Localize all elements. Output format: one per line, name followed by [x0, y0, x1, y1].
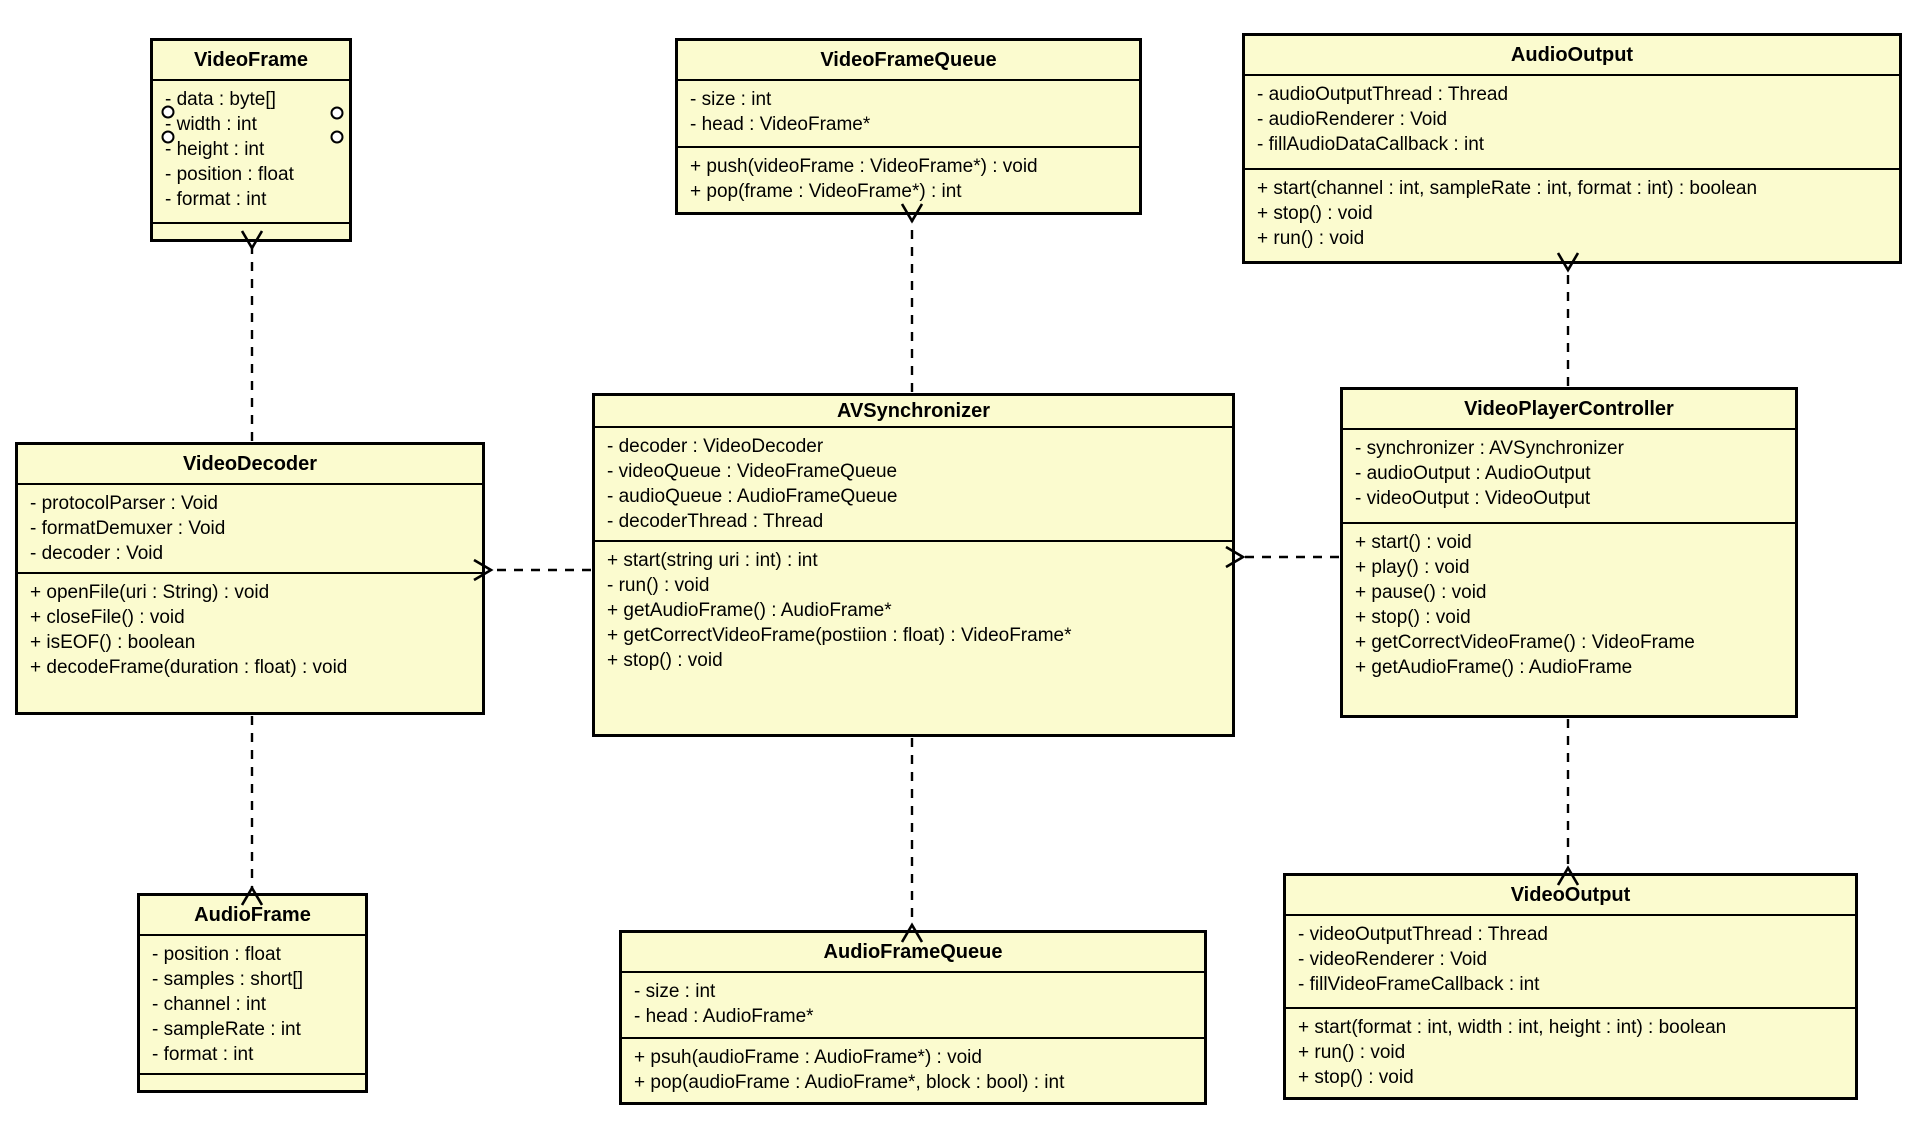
method-row: + decodeFrame(duration : float) : void	[30, 657, 348, 678]
attribute-row: - fillVideoFrameCallback : int	[1298, 974, 1540, 995]
methods-compartment: + start(string uri : int) : int - run() …	[595, 540, 1232, 734]
class-videoframe[interactable]: VideoFrame - data : byte[] - width : int…	[150, 38, 352, 242]
attribute-row: - size : int	[690, 89, 772, 110]
method-row: + getCorrectVideoFrame() : VideoFrame	[1355, 632, 1695, 653]
class-videoplayercontroller[interactable]: VideoPlayerController - synchronizer : A…	[1340, 387, 1798, 718]
attribute-row: - position : float	[152, 944, 281, 965]
method-row: + start(format : int, width : int, heigh…	[1298, 1017, 1727, 1038]
attribute-row: - formatDemuxer : Void	[30, 518, 226, 539]
attribute-row: - synchronizer : AVSynchronizer	[1355, 438, 1624, 459]
class-videodecoder[interactable]: VideoDecoder - protocolParser : Void - f…	[15, 442, 485, 715]
class-title: VideoFrameQueue	[678, 41, 1139, 81]
attributes-compartment: - protocolParser : Void - formatDemuxer …	[18, 485, 482, 572]
attribute-row: - samples : short[]	[152, 969, 303, 990]
method-row: + stop() : void	[607, 650, 723, 671]
attribute-row: - data : byte[]	[165, 89, 276, 110]
methods-compartment: + start(format : int, width : int, heigh…	[1286, 1007, 1855, 1097]
method-row: + openFile(uri : String) : void	[30, 582, 270, 603]
attribute-row: - head : AudioFrame*	[634, 1006, 814, 1027]
attributes-compartment: - decoder : VideoDecoder - videoQueue : …	[595, 428, 1232, 540]
attribute-row: - sampleRate : int	[152, 1019, 301, 1040]
attribute-row: - decoder : VideoDecoder	[607, 436, 824, 457]
attribute-row: - format : int	[165, 189, 267, 210]
method-row: + psuh(audioFrame : AudioFrame*) : void	[634, 1047, 982, 1068]
method-row: + closeFile() : void	[30, 607, 185, 628]
attributes-compartment: - data : byte[] - width : int - height :…	[153, 81, 349, 222]
method-row: + getAudioFrame() : AudioFrame*	[607, 600, 892, 621]
attributes-compartment: - synchronizer : AVSynchronizer - audioO…	[1343, 430, 1795, 522]
attribute-row: - videoOutputThread : Thread	[1298, 924, 1548, 945]
method-row: + play() : void	[1355, 557, 1470, 578]
methods-compartment: + psuh(audioFrame : AudioFrame*) : void …	[622, 1037, 1204, 1102]
attribute-row: - position : float	[165, 164, 294, 185]
method-row: + stop() : void	[1257, 203, 1373, 224]
class-title: AVSynchronizer	[595, 396, 1232, 428]
method-row: + getAudioFrame() : AudioFrame	[1355, 657, 1633, 678]
attribute-row: - width : int	[165, 114, 257, 135]
methods-compartment-empty	[153, 222, 349, 239]
attribute-row: - fillAudioDataCallback : int	[1257, 134, 1485, 155]
attributes-compartment: - size : int - head : AudioFrame*	[622, 973, 1204, 1037]
attribute-row: - head : VideoFrame*	[690, 114, 871, 135]
attribute-row: - videoQueue : VideoFrameQueue	[607, 461, 898, 482]
attribute-row: - height : int	[165, 139, 265, 160]
attribute-row: - format : int	[152, 1044, 254, 1065]
methods-compartment: + push(videoFrame : VideoFrame*) : void …	[678, 146, 1139, 212]
class-videooutput[interactable]: VideoOutput - videoOutputThread : Thread…	[1283, 873, 1858, 1100]
methods-compartment: + start(channel : int, sampleRate : int,…	[1245, 168, 1899, 261]
method-row: + getCorrectVideoFrame(postiion : float)…	[607, 625, 1072, 646]
method-row: + pop(audioFrame : AudioFrame*, block : …	[634, 1072, 1065, 1093]
class-title: VideoDecoder	[18, 445, 482, 485]
method-row: + start(string uri : int) : int	[607, 550, 818, 571]
attribute-row: - audioRenderer : Void	[1257, 109, 1448, 130]
class-title: AudioFrameQueue	[622, 933, 1204, 973]
methods-compartment: + openFile(uri : String) : void + closeF…	[18, 572, 482, 712]
attribute-row: - videoRenderer : Void	[1298, 949, 1488, 970]
method-row: + start() : void	[1355, 532, 1472, 553]
methods-compartment-empty	[140, 1073, 365, 1090]
method-row: + run() : void	[1298, 1042, 1406, 1063]
class-title: VideoOutput	[1286, 876, 1855, 916]
attributes-compartment: - size : int - head : VideoFrame*	[678, 81, 1139, 146]
method-row: + isEOF() : boolean	[30, 632, 196, 653]
method-row: - run() : void	[607, 575, 710, 596]
method-row: + start(channel : int, sampleRate : int,…	[1257, 178, 1758, 199]
attribute-row: - channel : int	[152, 994, 267, 1015]
attributes-compartment: - position : float - samples : short[] -…	[140, 936, 365, 1073]
attribute-row: - decoderThread : Thread	[607, 511, 824, 532]
class-audiooutput[interactable]: AudioOutput - audioOutputThread : Thread…	[1242, 33, 1902, 264]
attribute-row: - audioOutputThread : Thread	[1257, 84, 1509, 105]
class-title: AudioFrame	[140, 896, 365, 936]
class-audioframe[interactable]: AudioFrame - position : float - samples …	[137, 893, 368, 1093]
attribute-row: - audioOutput : AudioOutput	[1355, 463, 1591, 484]
attributes-compartment: - audioOutputThread : Thread - audioRend…	[1245, 76, 1899, 168]
attribute-row: - audioQueue : AudioFrameQueue	[607, 486, 898, 507]
class-title: AudioOutput	[1245, 36, 1899, 76]
attributes-compartment: - videoOutputThread : Thread - videoRend…	[1286, 916, 1855, 1007]
method-row: + stop() : void	[1355, 607, 1471, 628]
class-videoframequeue[interactable]: VideoFrameQueue - size : int - head : Vi…	[675, 38, 1142, 215]
method-row: + pop(frame : VideoFrame*) : int	[690, 181, 962, 202]
class-title: VideoPlayerController	[1343, 390, 1795, 430]
class-avsynchronizer[interactable]: AVSynchronizer - decoder : VideoDecoder …	[592, 393, 1235, 737]
method-row: + stop() : void	[1298, 1067, 1414, 1088]
method-row: + push(videoFrame : VideoFrame*) : void	[690, 156, 1038, 177]
attribute-row: - videoOutput : VideoOutput	[1355, 488, 1591, 509]
class-title: VideoFrame	[153, 41, 349, 81]
method-row: + pause() : void	[1355, 582, 1487, 603]
class-audioframequeue[interactable]: AudioFrameQueue - size : int - head : Au…	[619, 930, 1207, 1105]
attribute-row: - size : int	[634, 981, 716, 1002]
attribute-row: - protocolParser : Void	[30, 493, 218, 514]
methods-compartment: + start() : void + play() : void + pause…	[1343, 522, 1795, 715]
method-row: + run() : void	[1257, 228, 1365, 249]
attribute-row: - decoder : Void	[30, 543, 164, 564]
